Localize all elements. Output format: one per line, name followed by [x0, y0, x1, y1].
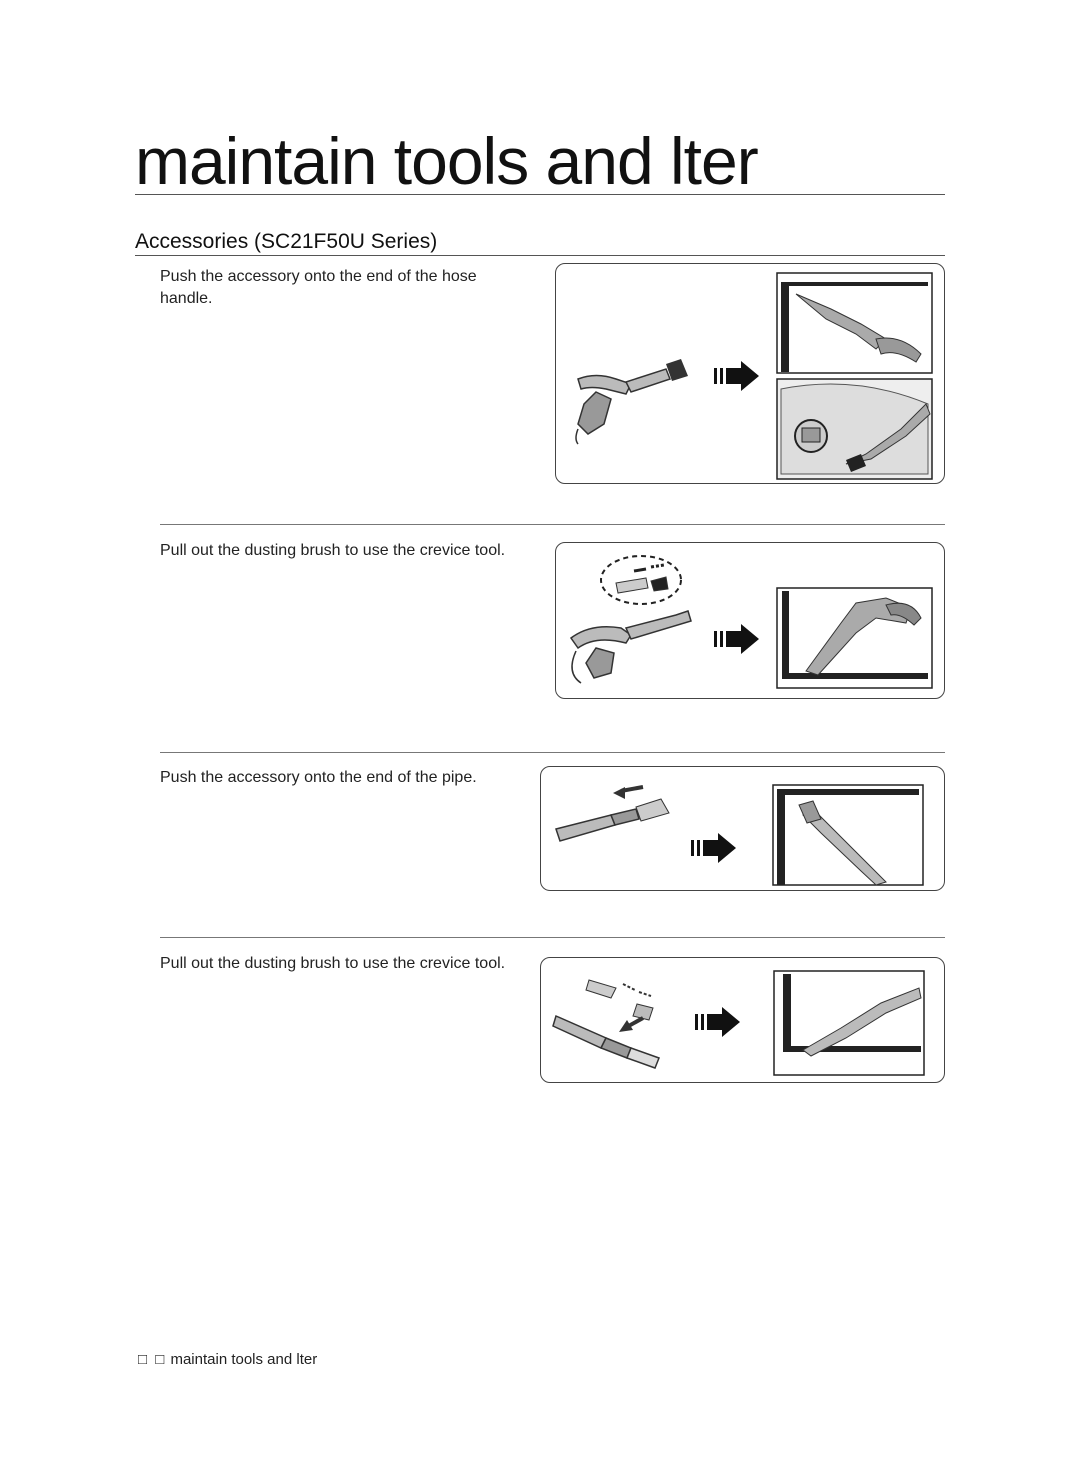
dusting-brush-icon: [635, 798, 670, 822]
arrow-right-icon: [714, 624, 759, 654]
step-3-illustration: [540, 766, 945, 891]
title-divider: [135, 194, 945, 195]
arrow-right-icon: [714, 361, 759, 391]
page-number: □ □: [138, 1351, 167, 1368]
step-4-text: Pull out the dusting brush to use the cr…: [160, 955, 506, 972]
step-2-text: Pull out the dusting brush to use the cr…: [160, 542, 506, 559]
pipe-icon: [552, 1014, 660, 1069]
step-divider: [160, 937, 945, 938]
step-2-illustration: [555, 542, 945, 699]
section-divider: [135, 255, 945, 256]
page-title: maintain tools and lter: [135, 124, 759, 198]
step-1-text: Push the accessory onto the end of the h…: [160, 268, 477, 307]
step-4-illustration: [540, 957, 945, 1083]
step-divider: [160, 752, 945, 753]
arrow-right-icon: [695, 1007, 740, 1037]
page-footer: □ □ maintain tools and lter: [138, 1351, 317, 1368]
step-3-text: Push the accessory onto the end of the p…: [160, 769, 477, 786]
section-heading: Accessories (SC21F50U Series): [135, 230, 438, 253]
crevice-tool-icon: [585, 979, 654, 1021]
step-divider: [160, 524, 945, 525]
step-1-illustration: [555, 263, 945, 484]
footer-label: maintain tools and lter: [170, 1351, 318, 1368]
crevice-tool-icon: [615, 576, 669, 594]
hose-handle-icon: [569, 610, 692, 684]
arrow-right-icon: [691, 833, 736, 863]
pipe-icon: [555, 808, 640, 842]
dusting-brush-icon: [666, 359, 688, 381]
hose-handle-icon: [575, 368, 671, 445]
